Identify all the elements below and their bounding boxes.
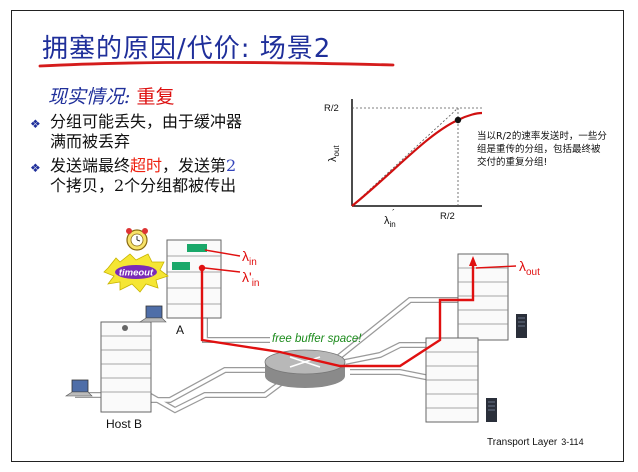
server-tower-icon [426, 338, 478, 422]
laptop-icon [140, 306, 166, 322]
lambda-out-label: λout [519, 258, 540, 278]
footer-label: Transport Layer [487, 437, 557, 448]
data-path-origin [199, 265, 205, 271]
server-tower-icon [516, 314, 527, 338]
lambda-in-prime-label: λ'in [242, 269, 259, 289]
host-b-label: Host B [106, 417, 142, 431]
alarm-clock-icon [126, 228, 148, 250]
router-icon [265, 350, 345, 388]
laptop-icon [66, 380, 92, 396]
server-tower-icon [486, 398, 497, 422]
footer: Transport Layer 3-114 [487, 437, 584, 448]
host-a-label: A [176, 323, 184, 337]
timeout-burst-icon: timeout [104, 254, 168, 292]
buffer-label: free buffer space! [272, 333, 362, 345]
footer-page: 3-114 [561, 437, 583, 447]
lambda-in-label: λin [242, 248, 257, 268]
timeout-label: timeout [119, 268, 154, 279]
server-tower-icon [101, 322, 151, 412]
